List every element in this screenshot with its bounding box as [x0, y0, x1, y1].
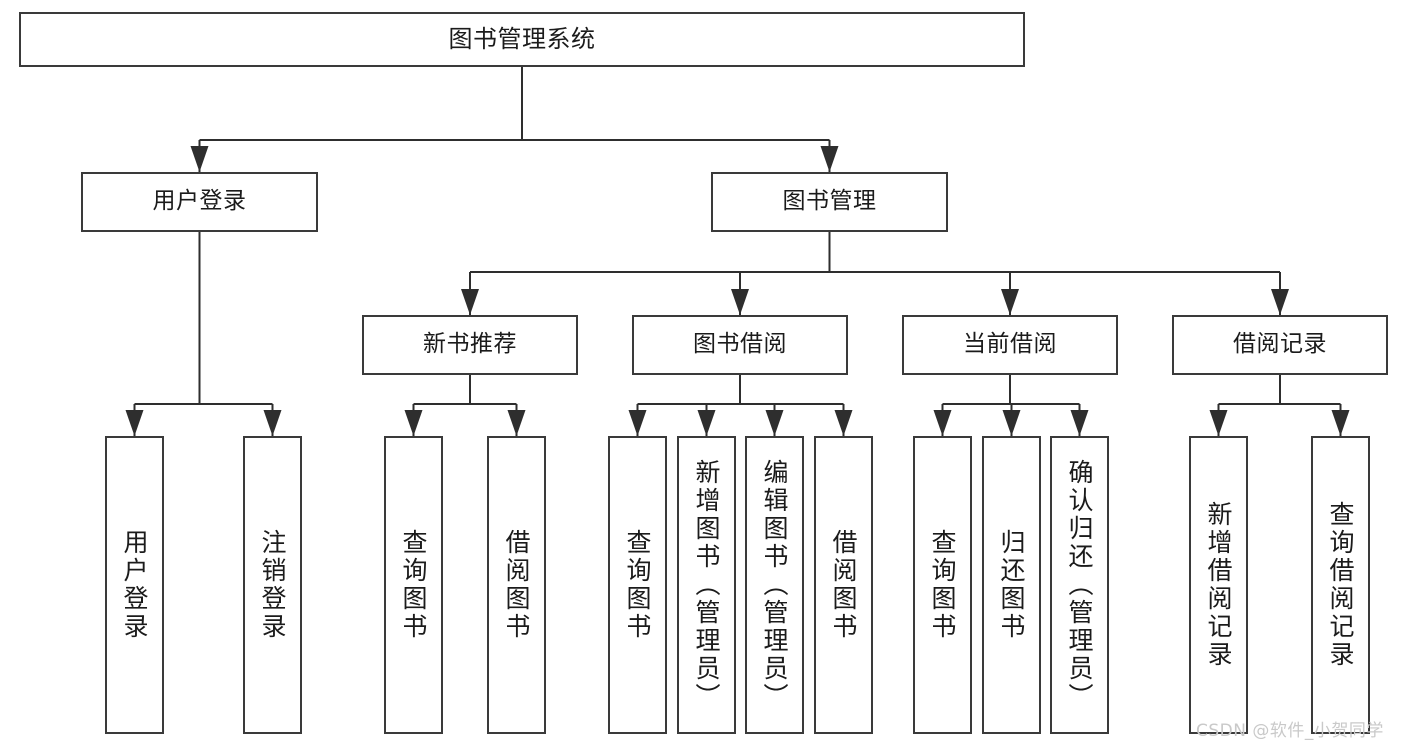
- arrowhead-icon: [1001, 289, 1019, 315]
- csdn-watermark: CSDN @软件_小贺同学: [1196, 721, 1384, 741]
- node-label: 注销登录: [258, 529, 287, 641]
- node-label: 编辑图书（管理员）: [760, 459, 789, 711]
- node-label: 当前借阅: [963, 331, 1057, 358]
- node-label: 借阅记录: [1233, 331, 1327, 358]
- node-leaf-user-login[interactable]: 用户登录: [105, 436, 164, 734]
- arrowhead-icon: [820, 146, 839, 172]
- node-leaf-query-book-3[interactable]: 查询图书: [913, 436, 972, 734]
- node-root[interactable]: 图书管理系统: [19, 12, 1025, 67]
- node-label: 用户登录: [120, 529, 149, 641]
- node-label: 新增借阅记录: [1204, 501, 1233, 669]
- node-label: 查询图书: [623, 529, 652, 641]
- arrowhead-icon: [1271, 289, 1289, 315]
- node-label: 查询图书: [928, 529, 957, 641]
- arrowhead-icon: [1070, 410, 1089, 436]
- node-current-borrow[interactable]: 当前借阅: [902, 315, 1118, 375]
- arrowhead-icon: [125, 410, 144, 436]
- arrowhead-icon: [834, 410, 853, 436]
- node-leaf-query-book-1[interactable]: 查询图书: [384, 436, 443, 734]
- node-leaf-user-logout[interactable]: 注销登录: [243, 436, 302, 734]
- arrowhead-icon: [697, 410, 716, 436]
- arrowhead-icon: [933, 410, 952, 436]
- arrowhead-icon: [765, 410, 784, 436]
- node-label: 借阅图书: [829, 529, 858, 641]
- node-leaf-query-record[interactable]: 查询借阅记录: [1311, 436, 1370, 734]
- node-label: 用户登录: [152, 188, 247, 215]
- node-leaf-confirm-return[interactable]: 确认归还（管理员）: [1050, 436, 1109, 734]
- arrowhead-icon: [1002, 410, 1021, 436]
- arrowhead-icon: [1331, 410, 1350, 436]
- arrowhead-icon: [404, 410, 423, 436]
- node-leaf-edit-book[interactable]: 编辑图书（管理员）: [745, 436, 804, 734]
- arrowhead-icon: [1209, 410, 1228, 436]
- node-label: 查询图书: [399, 529, 428, 641]
- node-label: 图书借阅: [693, 331, 787, 358]
- node-leaf-add-record[interactable]: 新增借阅记录: [1189, 436, 1248, 734]
- node-leaf-borrow-book-2[interactable]: 借阅图书: [814, 436, 873, 734]
- node-leaf-return-book[interactable]: 归还图书: [982, 436, 1041, 734]
- arrowhead-icon: [461, 289, 479, 315]
- node-leaf-query-book-2[interactable]: 查询图书: [608, 436, 667, 734]
- node-borrow-record[interactable]: 借阅记录: [1172, 315, 1388, 375]
- arrowhead-icon: [628, 410, 647, 436]
- arrowhead-icon: [507, 410, 526, 436]
- node-label: 确认归还（管理员）: [1065, 459, 1094, 711]
- node-label: 图书管理: [782, 188, 877, 215]
- node-label: 借阅图书: [502, 529, 531, 641]
- node-leaf-add-book[interactable]: 新增图书（管理员）: [677, 436, 736, 734]
- node-label: 新增图书（管理员）: [692, 459, 721, 711]
- node-new-book-rec[interactable]: 新书推荐: [362, 315, 578, 375]
- node-book-borrow[interactable]: 图书借阅: [632, 315, 848, 375]
- node-label: 归还图书: [997, 529, 1026, 641]
- node-label: 新书推荐: [423, 331, 517, 358]
- node-book-manage[interactable]: 图书管理: [711, 172, 948, 232]
- node-user-login[interactable]: 用户登录: [81, 172, 318, 232]
- arrowhead-icon: [731, 289, 749, 315]
- arrowhead-icon: [190, 146, 209, 172]
- node-label: 图书管理系统: [448, 25, 596, 54]
- arrowhead-icon: [263, 410, 282, 436]
- node-label: 查询借阅记录: [1326, 501, 1355, 669]
- node-leaf-borrow-book-1[interactable]: 借阅图书: [487, 436, 546, 734]
